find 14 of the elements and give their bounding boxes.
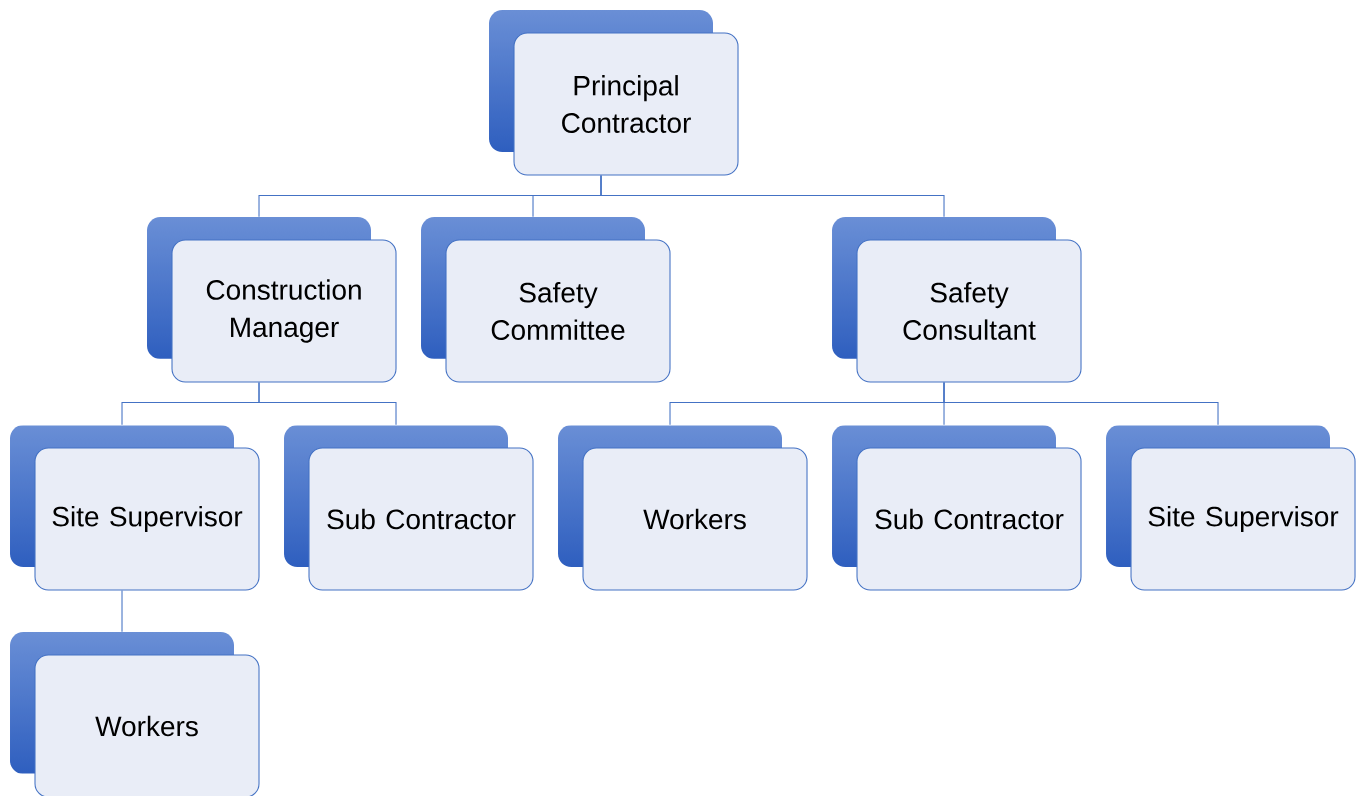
org-box: Principal Contractor [513,32,739,176]
org-box: Sub Contractor [856,447,1082,591]
org-box: Workers [34,654,260,796]
connector-line [943,382,1219,426]
org-box: Construction Manager [171,239,397,383]
connector-line [121,590,123,633]
org-box: Sub Contractor [308,447,534,591]
connector-line [258,382,397,426]
org-box: Site Supervisor [1130,447,1356,591]
org-box: Safety Consultant [856,239,1082,383]
connector-line [600,175,945,218]
org-box: Site Supervisor [34,447,260,591]
org-box: Workers [582,447,808,591]
org-box: Safety Committee [445,239,671,383]
